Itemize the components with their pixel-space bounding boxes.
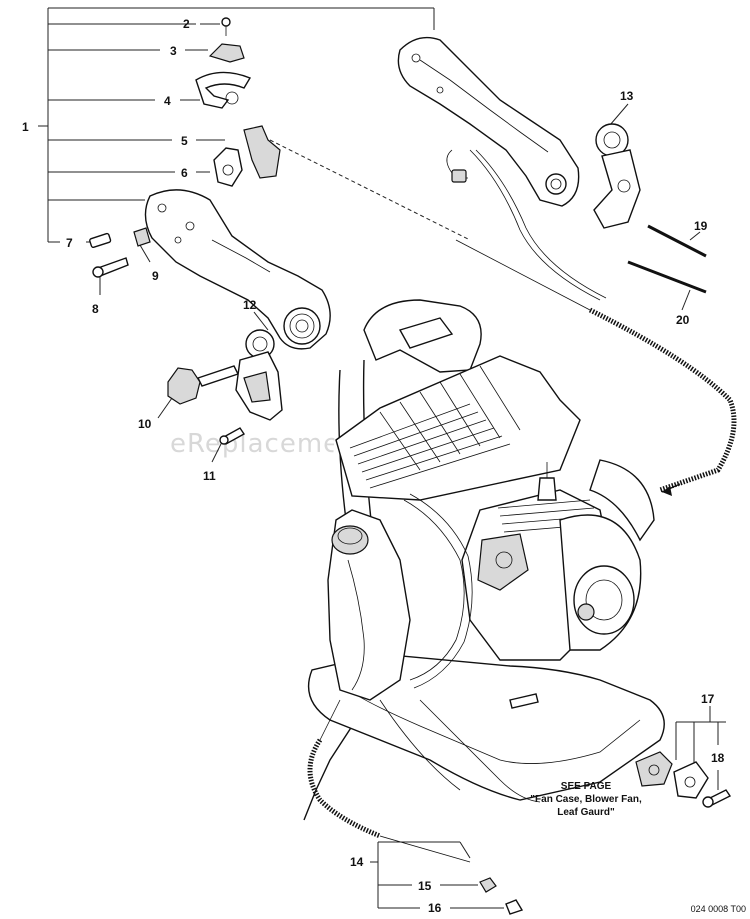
switch-part-5 <box>243 125 281 179</box>
clamp-part-17 <box>635 751 709 799</box>
fitting-part-16 <box>505 899 524 915</box>
callout-20: 20 <box>676 313 690 327</box>
clamp-part-12 <box>235 329 283 421</box>
callout-13: 13 <box>620 89 634 103</box>
callout-4: 4 <box>164 94 171 108</box>
screw-part-8 <box>92 257 129 278</box>
cooling-fins <box>349 365 521 489</box>
handle-half-left <box>144 189 331 350</box>
wire-harness <box>446 149 607 301</box>
callout-11: 11 <box>203 469 216 483</box>
clamp-part-13 <box>593 123 641 229</box>
throttle-cable <box>455 239 737 496</box>
callout-14: 14 <box>350 855 364 869</box>
alignment-line <box>269 139 471 241</box>
see-page-line-3: Leaf Gaurd" <box>557 807 615 818</box>
see-page-line-2: "Fan Case, Blower Fan, <box>530 794 642 805</box>
cable-part-14 <box>307 699 471 863</box>
handle-half-right <box>397 36 580 207</box>
nut-part-15 <box>479 877 497 893</box>
callout-1: 1 <box>22 120 29 134</box>
callout-15: 15 <box>418 879 432 893</box>
screw-part-11 <box>219 427 246 445</box>
callout-6: 6 <box>181 166 188 180</box>
callout-3: 3 <box>170 44 177 58</box>
see-page-note: SEE PAGE "Fan Case, Blower Fan, Leaf Gau… <box>530 781 642 818</box>
plate-part-9 <box>133 227 151 247</box>
callout-labels: 1 2 3 4 5 6 7 8 9 10 11 12 13 14 15 16 1… <box>22 17 725 915</box>
screw-part-7 <box>89 232 112 249</box>
leader-lines <box>86 23 726 909</box>
callout-5: 5 <box>181 134 188 148</box>
callout-12: 12 <box>243 298 257 312</box>
drawing-code: 024 0008 T00 <box>691 904 746 914</box>
callout-9: 9 <box>152 269 159 283</box>
tie-bolt-19 <box>647 224 707 258</box>
callout-7: 7 <box>66 236 73 250</box>
trigger-lever-part-4 <box>195 71 252 109</box>
callout-17: 17 <box>701 692 715 706</box>
clip-part-3 <box>208 43 245 63</box>
callout-19: 19 <box>694 219 708 233</box>
callout-10: 10 <box>138 417 152 431</box>
lever-part-6 <box>213 147 243 187</box>
knob-part-10 <box>167 365 239 405</box>
callout-16: 16 <box>428 901 442 915</box>
callout-1-bracket <box>38 7 435 243</box>
callout-18: 18 <box>711 751 725 765</box>
callout-2: 2 <box>183 17 190 31</box>
screw-part-2 <box>221 17 231 36</box>
see-page-line-1: SEE PAGE <box>561 781 612 792</box>
blower-engine-assembly <box>303 299 665 821</box>
tie-bolt-20 <box>627 260 707 294</box>
screw-part-18 <box>702 789 732 808</box>
callout-8: 8 <box>92 302 99 316</box>
